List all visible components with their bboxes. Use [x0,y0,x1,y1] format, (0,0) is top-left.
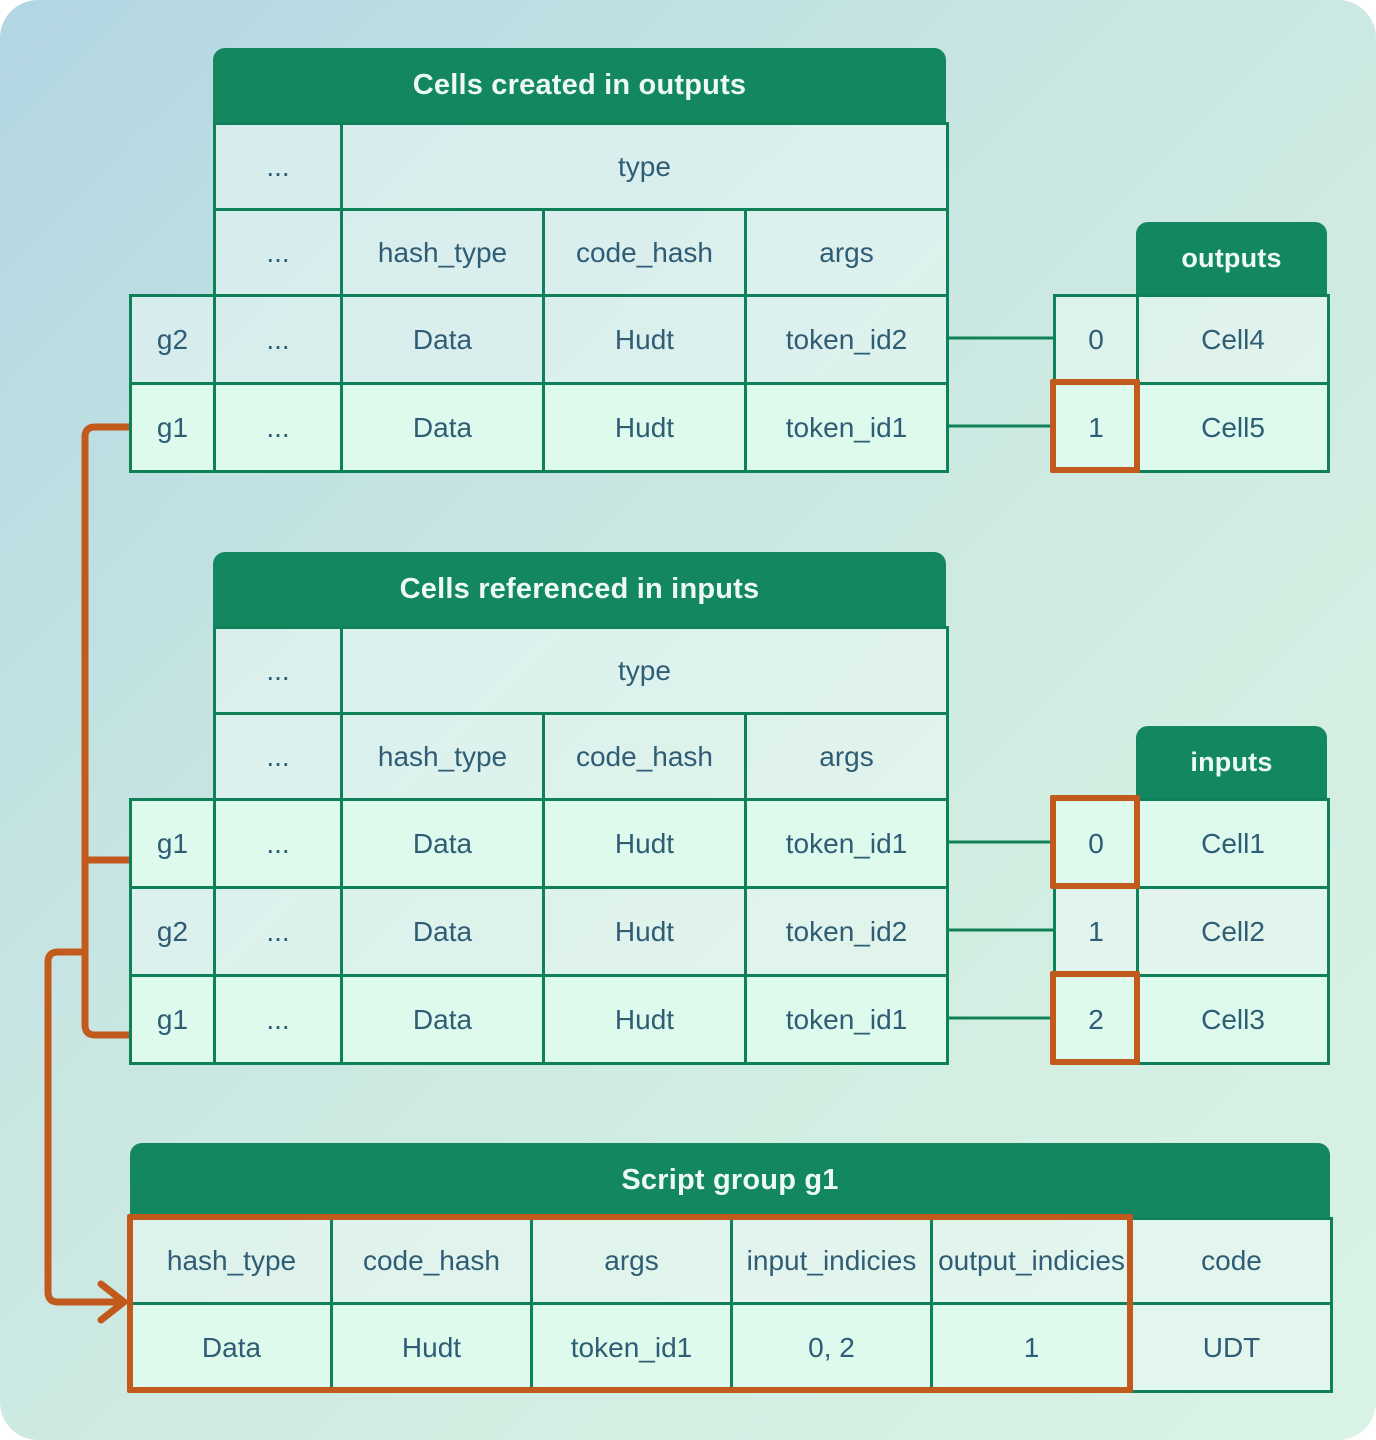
middle-table-title: Cells referenced in inputs [213,552,946,626]
inputs-table: 0 Cell1 1 Cell2 2 Cell3 [1053,798,1330,1065]
code-hash-value: Hudt [542,798,747,889]
row-label: g2 [129,294,216,385]
input-cell-name: Cell2 [1136,886,1330,977]
input-cell-name: Cell1 [1136,798,1330,889]
args-value: token_id2 [744,886,949,977]
label-gap [131,210,215,296]
script-group-table: hash_type code_hash args input_indicies … [130,1217,1333,1393]
top-table-title: Cells created in outputs [213,48,946,122]
code-hash-value: Hudt [542,382,747,473]
arrowhead-icon [97,1280,128,1324]
output-index: 0 [1053,294,1139,385]
col-header-code-hash: code_hash [330,1217,533,1305]
column-header-row: ... hash_type code_hash args [131,712,949,801]
col-header-hash-type: hash_type [130,1217,333,1305]
row-label: g2 [129,886,216,977]
output-cell-name: Cell5 [1136,382,1330,473]
output-indicies-value: 1 [930,1302,1133,1393]
output-index: 1 [1053,382,1139,473]
dots-cell: ... [213,798,343,889]
outputs-panel-title: outputs [1136,222,1327,294]
input-cell-name: Cell3 [1136,974,1330,1065]
dots-cell: ... [213,208,343,297]
type-header-cell: type [340,122,949,211]
cells-created-in-outputs-table: ... type ... hash_type code_hash args g2… [129,122,949,473]
hash-type-value: Data [340,382,545,473]
code-hash-value: Hudt [542,886,747,977]
table-row-g2: g2 ... Data Hudt token_id2 [129,294,949,385]
input-row-2: 2 Cell3 [1053,974,1330,1065]
dots-cell: ... [213,712,343,801]
dots-cell: ... [213,886,343,977]
label-gap [131,714,215,800]
dots-cell: ... [213,974,343,1065]
hash-type-value: Data [340,886,545,977]
col-header-hash-type: hash_type [340,208,545,297]
col-header-args: args [744,208,949,297]
dots-cell: ... [213,122,343,211]
col-header-args: args [530,1217,733,1305]
label-gap [131,628,215,714]
orange-group-lines [44,423,129,1324]
table-row-g1: g1 ... Data Hudt token_id1 [129,974,949,1065]
input-row-1: 1 Cell2 [1053,886,1330,977]
code-hash-value: Hudt [330,1302,533,1393]
code-value: UDT [1130,1302,1333,1393]
input-index: 1 [1053,886,1139,977]
outputs-table: 0 Cell4 1 Cell5 [1053,294,1330,473]
args-value: token_id2 [744,294,949,385]
type-header-cell: type [340,626,949,715]
input-index: 2 [1053,974,1139,1065]
inputs-panel-title: inputs [1136,726,1327,798]
args-value: token_id1 [744,382,949,473]
row-label: g1 [129,382,216,473]
code-hash-value: Hudt [542,294,747,385]
col-header-args: args [744,712,949,801]
label-gap [131,124,215,210]
args-value: token_id1 [744,798,949,889]
dots-cell: ... [213,294,343,385]
table-row-g1: g1 ... Data Hudt token_id1 [129,798,949,889]
type-span-row: ... type [131,626,949,715]
cells-referenced-in-inputs-table: ... type ... hash_type code_hash args g1… [129,626,949,1065]
col-header-input-indicies: input_indicies [730,1217,933,1305]
input-index: 0 [1053,798,1139,889]
col-header-output-indicies: output_indicies [930,1217,1133,1305]
col-header-code: code [1130,1217,1333,1305]
output-row-1: 1 Cell5 [1053,382,1330,473]
hash-type-value: Data [340,294,545,385]
output-cell-name: Cell4 [1136,294,1330,385]
column-header-row: hash_type code_hash args input_indicies … [130,1217,1333,1305]
dots-cell: ... [213,382,343,473]
green-link-lines [946,336,1053,1020]
row-label: g1 [129,974,216,1065]
script-group-title: Script group g1 [130,1143,1330,1217]
input-indicies-value: 0, 2 [730,1302,933,1393]
input-row-0: 0 Cell1 [1053,798,1330,889]
hash-type-value: Data [130,1302,333,1393]
dots-cell: ... [213,626,343,715]
column-header-row: ... hash_type code_hash args [131,208,949,297]
args-value: token_id1 [744,974,949,1065]
type-span-row: ... type [131,122,949,211]
table-row-g2: g2 ... Data Hudt token_id2 [129,886,949,977]
col-header-code-hash: code_hash [542,712,747,801]
code-hash-value: Hudt [542,974,747,1065]
col-header-code-hash: code_hash [542,208,747,297]
row-label: g1 [129,798,216,889]
script-group-values-row: Data Hudt token_id1 0, 2 1 UDT [130,1302,1333,1393]
hash-type-value: Data [340,798,545,889]
args-value: token_id1 [530,1302,733,1393]
output-row-0: 0 Cell4 [1053,294,1330,385]
col-header-hash-type: hash_type [340,712,545,801]
table-row-g1: g1 ... Data Hudt token_id1 [129,382,949,473]
hash-type-value: Data [340,974,545,1065]
